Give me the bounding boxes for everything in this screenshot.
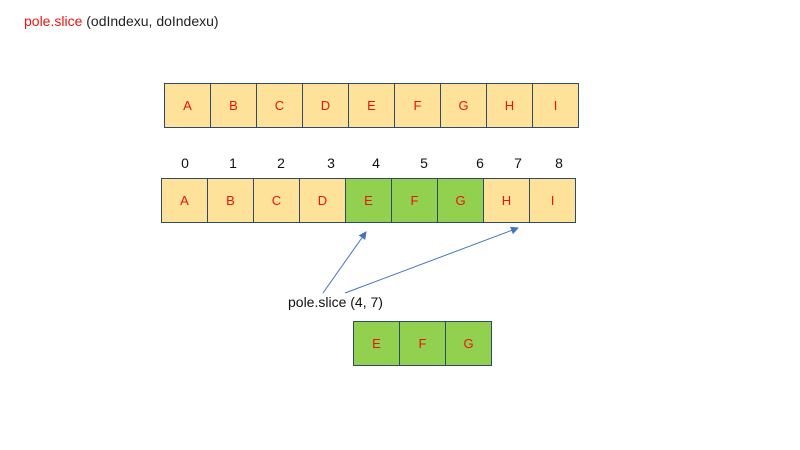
- index-label: 2: [277, 155, 285, 171]
- original-cell: A: [164, 83, 211, 128]
- index-label: 1: [229, 155, 237, 171]
- diagram-title: pole.slice (odIndexu, doIndexu): [24, 13, 219, 29]
- result-cell: G: [445, 321, 492, 366]
- original-cell: C: [256, 83, 303, 128]
- original-cell: I: [532, 83, 579, 128]
- index-label: 0: [181, 155, 189, 171]
- result-cell: E: [353, 321, 400, 366]
- index-label: 5: [420, 155, 428, 171]
- arrow-to-start-index: [322, 231, 367, 294]
- index-label: 7: [514, 155, 522, 171]
- original-array: A B C D E F G H I: [164, 83, 579, 128]
- index-label: 8: [555, 155, 563, 171]
- array-cell-selected: G: [437, 178, 484, 223]
- array-cell-selected: E: [345, 178, 392, 223]
- result-cell: F: [399, 321, 446, 366]
- original-cell: H: [486, 83, 533, 128]
- array-cell: D: [299, 178, 346, 223]
- title-keyword: pole.slice: [24, 13, 83, 29]
- index-label: 3: [327, 155, 335, 171]
- slice-call-label: pole.slice (4, 7): [288, 294, 383, 310]
- array-cell: H: [483, 178, 530, 223]
- index-label: 4: [372, 155, 380, 171]
- original-cell: B: [210, 83, 257, 128]
- title-params: (odIndexu, doIndexu): [82, 13, 219, 29]
- index-label: 6: [476, 155, 484, 171]
- array-cell: A: [161, 178, 208, 223]
- array-cell: I: [529, 178, 576, 223]
- array-cell-selected: F: [391, 178, 438, 223]
- result-array: E F G: [353, 321, 492, 366]
- original-cell: E: [348, 83, 395, 128]
- arrow-to-end-index: [344, 226, 519, 294]
- original-cell: D: [302, 83, 349, 128]
- highlighted-array: A B C D E F G H I: [161, 178, 576, 223]
